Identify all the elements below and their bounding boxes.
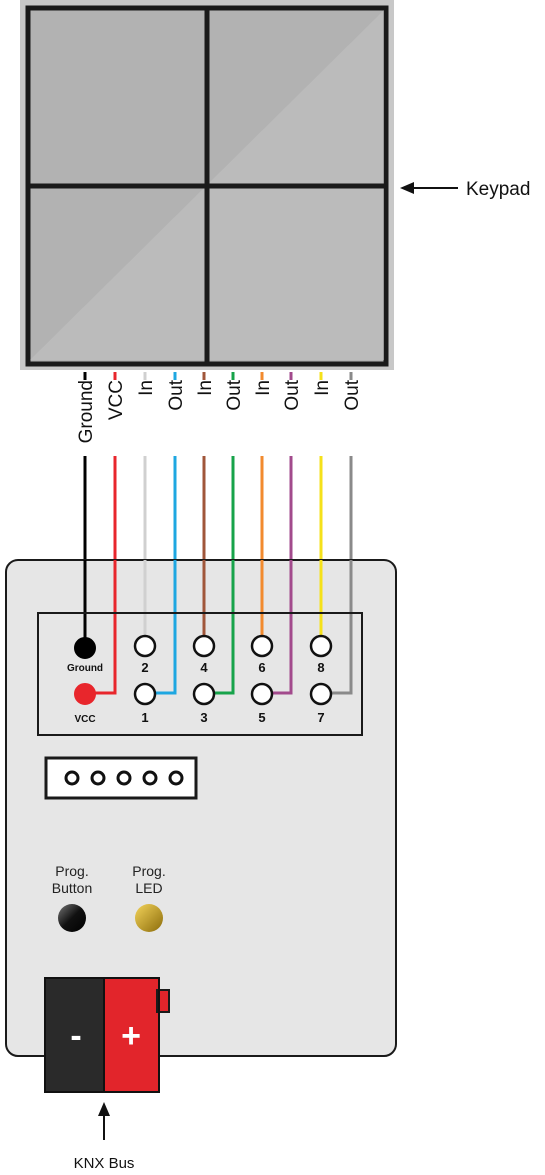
pin-4-label: 4 [200,660,208,675]
prog-button[interactable] [58,904,86,932]
knx-bus-label: KNX Bus [74,1155,135,1172]
keypad [20,0,394,370]
ground-terminal-label: Ground [67,663,103,674]
wire-vcc [94,560,117,695]
device-body [5,559,397,1057]
pin-1-label: 1 [141,710,148,725]
prog-led-label-line2: LED [135,880,162,896]
pin-2-label: 2 [141,660,148,675]
connector-hole [116,770,132,786]
pin-6-label: 6 [258,660,265,675]
wire-label-out-2: Out [224,379,245,410]
wire-label-bg [278,380,304,456]
pin-3-terminal [192,682,216,706]
prog-led [135,904,163,932]
keypad-label: Keypad [466,179,530,200]
connector-hole [64,770,80,786]
wire-label-bg [191,380,217,456]
terminal-block [37,612,363,736]
pin-2-terminal [133,634,157,658]
pin-3-label: 3 [200,710,207,725]
prog-button-label-line1: Prog. [55,863,88,879]
bus-terminal-minus [45,978,105,1092]
ground-terminal [74,637,96,659]
wire-out-4 [332,560,353,695]
wire-label-bg [102,380,128,456]
wire-label-in-3: In [253,380,274,396]
vcc-terminal-label: VCC [74,714,95,725]
pin-7-label: 7 [317,710,324,725]
wire-label-bg [338,380,364,456]
vcc-terminal [74,683,96,705]
bus-callout: KNX Bus [74,1102,135,1172]
pin-5-terminal [250,682,274,706]
wire-out-2 [215,560,235,695]
arrow-left-icon [400,182,414,194]
prog-led-label-line1: Prog. [132,863,165,879]
wire-label-bg [162,380,188,456]
wire-label-bg [220,380,246,456]
pin-7-terminal [309,682,333,706]
connector-hole [168,770,184,786]
pin-8-terminal [309,634,333,658]
bus-terminal-outline [44,977,160,1093]
wire-label-in-4: In [312,380,333,396]
prog-button-label-line2: Button [52,880,92,896]
wire-labels: Ground VCC In Out In Out In Out In Out [72,379,364,456]
pin-8-label: 8 [317,660,324,675]
wire-out-1 [156,560,177,695]
wire-label-out-3: Out [282,379,303,410]
wire-label-bg [308,380,334,456]
wire-label-bg [72,380,98,456]
wire-label-out-4: Out [342,379,363,410]
wire-label-in-1: In [136,380,157,396]
bus-plus-sign: + [121,1017,141,1055]
bus-minus-sign: - [70,1017,81,1055]
pin-6-terminal [250,634,274,658]
device: Ground VCC 2 4 6 8 1 3 5 7 Prog. Button … [5,559,397,1093]
pin-5-label: 5 [258,710,265,725]
wire-label-bg [132,380,158,456]
connector-hole [90,770,106,786]
wire-label-bg [249,380,275,456]
wire-label-in-2: In [195,380,216,396]
keypad-callout: Keypad [400,179,530,200]
pin-1-terminal [133,682,157,706]
connector-hole [142,770,158,786]
wire-label-ground: Ground [76,380,97,443]
wire-label-vcc: VCC [106,380,127,420]
wire-out-3 [273,560,293,695]
wire-label-out-1: Out [166,379,187,410]
bus-terminal-plus [103,978,159,1092]
pin-4-terminal [192,634,216,658]
arrow-up-icon [98,1102,110,1116]
